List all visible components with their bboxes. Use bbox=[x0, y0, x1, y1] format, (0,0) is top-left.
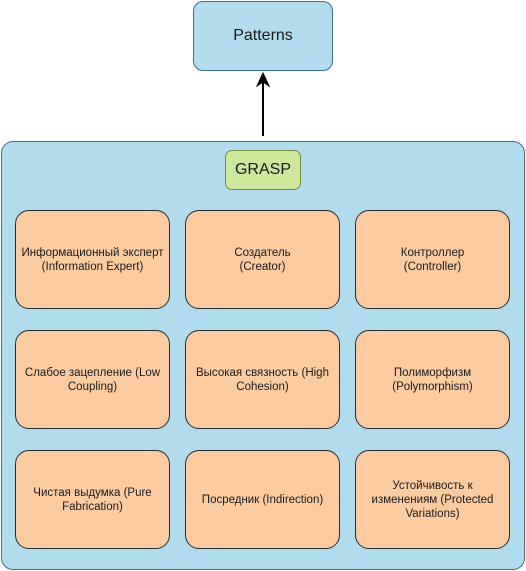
cell-indirection: Посредник (Indirection) bbox=[185, 450, 340, 549]
cell-information-expert: Информационный эксперт (Information Expe… bbox=[15, 210, 170, 309]
cell-low-coupling: Слабое зацепление (Low Coupling) bbox=[15, 330, 170, 429]
patterns-node: Patterns bbox=[193, 1, 333, 71]
cell-label: Посредник (Indirection) bbox=[201, 493, 324, 506]
cell-label: Информационный эксперт (Information Expe… bbox=[21, 246, 164, 273]
cell-controller: Контроллер (Controller) bbox=[355, 210, 510, 309]
grasp-label: GRASP bbox=[234, 161, 291, 178]
cell-high-cohesion: Высокая связность (High Cohesion) bbox=[185, 330, 340, 429]
cell-label: Создатель (Creator) bbox=[234, 246, 291, 273]
cell-creator: Создатель (Creator) bbox=[185, 210, 340, 309]
cell-label: Полиморфизм (Polymorphism) bbox=[392, 366, 473, 393]
cell-label: Устойчивость к изменениям (Protected Var… bbox=[371, 479, 494, 520]
arrow-head bbox=[255, 71, 271, 88]
cell-label: Слабое зацепление (Low Coupling) bbox=[24, 366, 161, 393]
cell-protected-variations: Устойчивость к изменениям (Protected Var… bbox=[355, 450, 510, 549]
patterns-label: Patterns bbox=[233, 27, 293, 44]
grasp-label-node: GRASP bbox=[225, 150, 301, 190]
cell-label: Высокая связность (High Cohesion) bbox=[196, 366, 329, 393]
cell-pure-fabrication: Чистая выдумка (Pure Fabrication) bbox=[15, 450, 170, 549]
cell-label: Контроллер (Controller) bbox=[400, 246, 465, 273]
cell-polymorphism: Полиморфизм (Polymorphism) bbox=[355, 330, 510, 429]
cell-label: Чистая выдумка (Pure Fabrication) bbox=[33, 486, 152, 513]
